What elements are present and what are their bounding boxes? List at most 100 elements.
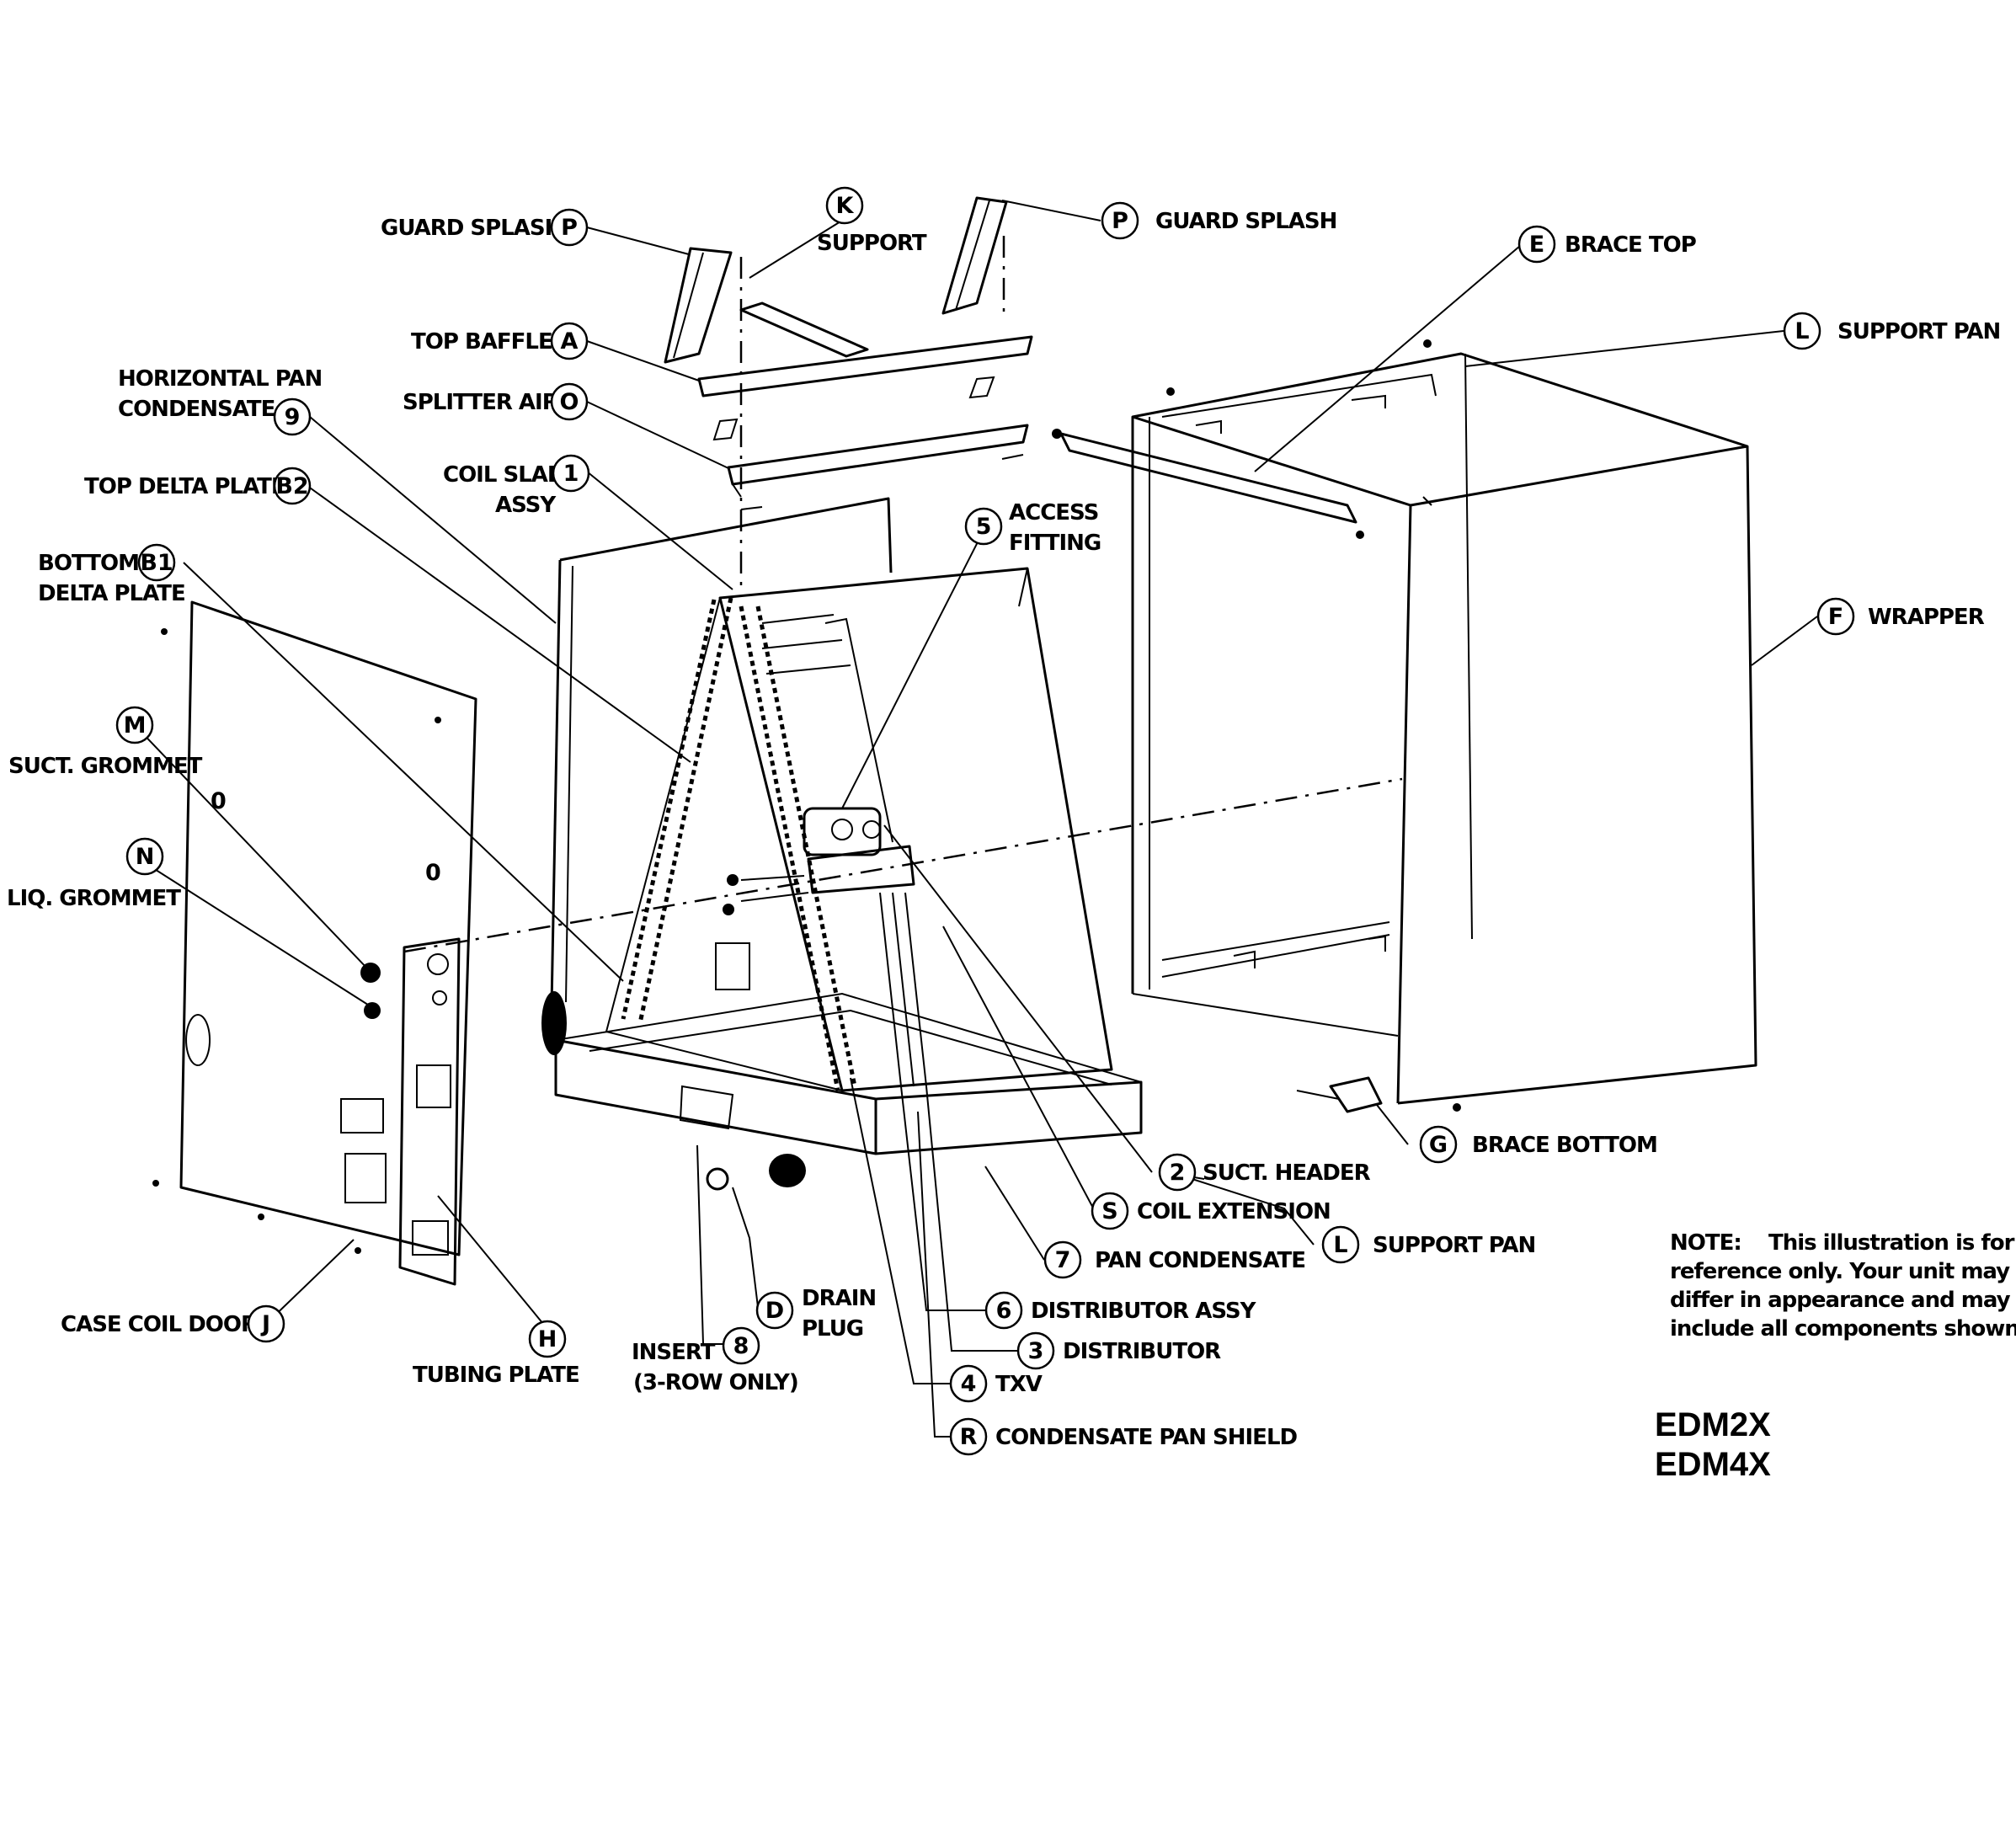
svg-text:reference only. Your unit may: reference only. Your unit may — [1670, 1259, 2010, 1284]
callout-txv: 4 TXV — [949, 1364, 1043, 1403]
illustration-note: NOTE: This illustration is for reference… — [1670, 1230, 2016, 1342]
svg-text:A: A — [561, 328, 579, 355]
callout-case-coil-door: CASE COIL DOOR J — [61, 1304, 285, 1343]
splitter-air-part — [727, 424, 1029, 510]
svg-text:GUARD SPLASH: GUARD SPLASH — [1155, 209, 1336, 234]
svg-text:BOTTOM: BOTTOM — [38, 551, 139, 576]
coil-slab-part — [605, 567, 1113, 1092]
svg-text:3: 3 — [1028, 1338, 1044, 1364]
svg-text:7: 7 — [1055, 1247, 1071, 1273]
svg-text:5: 5 — [976, 514, 992, 540]
txv-distributor-part — [723, 807, 927, 1087]
svg-text:BRACE BOTTOM: BRACE BOTTOM — [1472, 1133, 1657, 1158]
centerline-horizontal — [403, 777, 1403, 953]
svg-text:R: R — [960, 1424, 978, 1450]
svg-text:K: K — [836, 193, 855, 219]
svg-text:COIL SLAB: COIL SLAB — [443, 462, 563, 488]
callout-support-pan-top: L SUPPORT PAN — [1783, 312, 2001, 350]
guard-splash-right-part — [941, 196, 1008, 315]
svg-text:BRACE TOP: BRACE TOP — [1565, 232, 1696, 258]
model-number: EDM2X — [1655, 1406, 1771, 1443]
callout-coil-extension: S COIL EXTENSION — [1091, 1192, 1331, 1230]
callout-top-baffle: TOP BAFFLE A — [411, 322, 589, 360]
callout-support: K SUPPORT — [817, 186, 928, 256]
callout-tubing-plate: H TUBING PLATE — [413, 1320, 580, 1388]
svg-text:TUBING PLATE: TUBING PLATE — [413, 1363, 579, 1388]
callout-drain-plug: D DRAIN PLUG — [755, 1286, 877, 1342]
svg-text:CONDENSATE PAN SHIELD: CONDENSATE PAN SHIELD — [995, 1425, 1298, 1450]
svg-text:HORIZONTAL PAN: HORIZONTAL PAN — [118, 366, 322, 392]
svg-text:INSERT: INSERT — [632, 1340, 716, 1365]
svg-text:ACCESS: ACCESS — [1009, 500, 1098, 525]
svg-text:4: 4 — [961, 1371, 977, 1397]
callout-suct-header: 2 SUCT. HEADER — [1158, 1153, 1372, 1192]
svg-text:J: J — [260, 1311, 270, 1337]
callout-liq-grommet: N LIQ. GROMMET — [7, 837, 182, 911]
brace-bottom-part — [1296, 1076, 1383, 1113]
svg-text:8: 8 — [733, 1333, 749, 1359]
svg-text:S: S — [1101, 1198, 1117, 1224]
callout-support-pan-bottom: L SUPPORT PAN — [1321, 1225, 1536, 1264]
callout-guard-splash-left: GUARD SPLASH P — [381, 208, 589, 247]
svg-text:SUPPORT PAN: SUPPORT PAN — [1837, 319, 2000, 344]
svg-text:2: 2 — [1170, 1160, 1186, 1186]
top-baffle-part — [697, 335, 1033, 441]
svg-text:PLUG: PLUG — [802, 1316, 863, 1342]
support-part — [739, 301, 869, 358]
callout-splitter-air: SPLITTER AIR O — [403, 382, 589, 421]
svg-text:DRAIN: DRAIN — [802, 1286, 876, 1311]
svg-text:B1: B1 — [140, 550, 173, 576]
back-panel-part — [550, 497, 893, 1007]
svg-text:CONDENSATE: CONDENSATE — [118, 397, 275, 422]
svg-text:L: L — [1333, 1232, 1347, 1258]
svg-text:ASSY: ASSY — [495, 493, 557, 518]
leader-lines — [134, 200, 1818, 1438]
case-coil-door-part: 0 0 — [152, 600, 477, 1256]
svg-text:SUPPORT PAN: SUPPORT PAN — [1373, 1233, 1535, 1258]
wrapper-part — [1131, 339, 1757, 1112]
svg-text:P: P — [561, 215, 578, 241]
svg-text:9: 9 — [285, 404, 301, 430]
model-number: EDM4X — [1655, 1446, 1771, 1483]
svg-text:include all components shown.: include all components shown. — [1670, 1316, 2016, 1342]
svg-text:TXV: TXV — [995, 1372, 1043, 1397]
svg-text:CASE COIL DOOR: CASE COIL DOOR — [61, 1312, 258, 1337]
svg-text:WRAPPER: WRAPPER — [1868, 605, 1985, 630]
callout-suct-grommet: M SUCT. GROMMET — [8, 706, 204, 779]
svg-text:TOP DELTA PLATE: TOP DELTA PLATE — [84, 474, 285, 499]
callout-brace-top: E BRACE TOP — [1517, 225, 1697, 264]
callout-condensate-pan-shield: R CONDENSATE PAN SHIELD — [949, 1417, 1299, 1456]
callout-insert: INSERT 8 (3-ROW ONLY) — [632, 1326, 799, 1395]
svg-text:0: 0 — [211, 788, 227, 814]
svg-text:DISTRIBUTOR ASSY: DISTRIBUTOR ASSY — [1031, 1299, 1257, 1324]
svg-text:O: O — [560, 389, 579, 415]
svg-text:DISTRIBUTOR: DISTRIBUTOR — [1063, 1339, 1221, 1364]
svg-text:SUPPORT: SUPPORT — [817, 231, 927, 256]
callout-guard-splash-right: P GUARD SPLASH — [1101, 201, 1337, 240]
svg-text:TOP BAFFLE: TOP BAFFLE — [411, 329, 552, 355]
svg-text:SUCT. HEADER: SUCT. HEADER — [1203, 1160, 1371, 1186]
callout-wrapper: F WRAPPER — [1816, 597, 1986, 636]
callout-horizontal-pan-condensate: HORIZONTAL PAN CONDENSATE 9 — [118, 366, 323, 436]
svg-text:N: N — [136, 844, 155, 870]
condensate-pan-part — [541, 991, 1143, 1187]
svg-text:G: G — [1429, 1132, 1448, 1158]
svg-text:H: H — [538, 1326, 557, 1352]
svg-text:differ in appearance and may n: differ in appearance and may not — [1670, 1288, 2016, 1313]
svg-text:PAN CONDENSATE: PAN CONDENSATE — [1095, 1248, 1305, 1273]
guard-splash-left-part — [664, 247, 733, 364]
svg-text:P: P — [1112, 208, 1128, 234]
drain-plug-part — [706, 1167, 729, 1191]
svg-text:0: 0 — [425, 860, 441, 886]
svg-text:This illustration is for: This illustration is for — [1768, 1230, 2015, 1256]
svg-text:NOTE:: NOTE: — [1670, 1230, 1741, 1256]
svg-text:B2: B2 — [275, 473, 308, 499]
svg-text:COIL EXTENSION: COIL EXTENSION — [1137, 1199, 1331, 1224]
svg-text:(3-ROW ONLY): (3-ROW ONLY) — [633, 1370, 798, 1395]
callout-coil-slab-assy: COIL SLAB ASSY 1 — [443, 454, 590, 518]
svg-text:M: M — [124, 712, 147, 739]
callout-distributor-assy: 6 DISTRIBUTOR ASSY — [984, 1291, 1258, 1330]
svg-text:SUCT. GROMMET: SUCT. GROMMET — [8, 754, 203, 779]
svg-text:L: L — [1795, 318, 1809, 344]
